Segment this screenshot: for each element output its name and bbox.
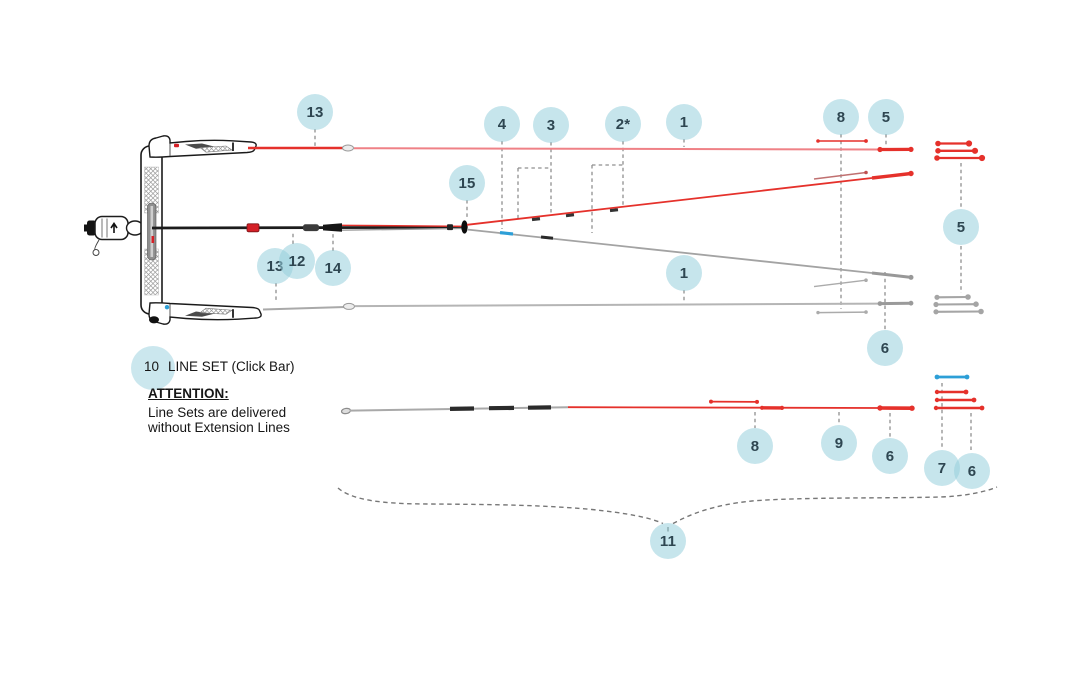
callout-label: 4 xyxy=(497,115,507,133)
line-sleeve xyxy=(303,224,319,232)
bar-end-bottom xyxy=(148,302,262,325)
callout-6-stack: 6 xyxy=(954,453,990,489)
bar-post xyxy=(140,145,163,315)
callout-label: 5 xyxy=(956,218,966,236)
callout-label: 6 xyxy=(885,447,895,465)
front-line-red xyxy=(466,170,914,226)
attention-note: ATTENTION: Line Sets are delivered witho… xyxy=(148,386,290,436)
stopper-clamp xyxy=(246,223,260,233)
line-thimble xyxy=(340,407,352,415)
callout-5-top: 5 xyxy=(868,99,904,135)
attention-line-1: Line Sets are delivered xyxy=(148,404,287,420)
callout-8-lineset: 8 xyxy=(737,428,773,464)
callout-4: 4 xyxy=(484,106,520,142)
back-line-top xyxy=(248,139,914,153)
blue-marker xyxy=(499,231,514,236)
trim-knot xyxy=(461,220,468,234)
leader-pigtail-gray-bottom xyxy=(817,311,867,314)
swivel-cone xyxy=(323,223,342,232)
callout-1-top: 1 xyxy=(666,104,702,140)
callout-label: 2* xyxy=(615,115,631,133)
front-line-gray xyxy=(466,228,914,288)
callout-14: 14 xyxy=(315,250,351,286)
callout-6-top: 6 xyxy=(867,330,903,366)
callout-label: 13 xyxy=(306,103,324,121)
line-connector xyxy=(342,144,354,152)
callout-label: 6 xyxy=(880,339,890,357)
callout-label: 11 xyxy=(659,532,677,550)
callout-label: 6 xyxy=(967,462,977,480)
leader-pigtail-red-diagonal xyxy=(813,171,867,180)
callout-13-top: 13 xyxy=(297,94,333,130)
callout-10 xyxy=(131,346,175,390)
callout-15: 15 xyxy=(449,165,485,201)
callout-8-top: 8 xyxy=(823,99,859,135)
callout-5-right: 5 xyxy=(943,209,979,245)
kite-pigtails-gray xyxy=(933,294,984,315)
callout-label: 9 xyxy=(834,434,844,452)
callout-label: 12 xyxy=(288,252,306,270)
callout-12: 12 xyxy=(279,243,315,279)
callout-label: 8 xyxy=(836,108,846,126)
depower-line xyxy=(151,220,468,234)
legend-label: LINE SET (Click Bar) xyxy=(168,359,295,374)
callout-6-lineset: 6 xyxy=(872,438,908,474)
callout-9: 9 xyxy=(821,425,857,461)
callout-2-star: 2* xyxy=(605,106,641,142)
callout-label: 15 xyxy=(458,174,476,192)
callout-3: 3 xyxy=(533,107,569,143)
attention-title: ATTENTION: xyxy=(148,386,229,401)
callout-label: 1 xyxy=(679,264,689,282)
callout-label: 14 xyxy=(324,259,342,277)
callout-label: 7 xyxy=(937,459,947,477)
line-connector xyxy=(343,302,355,310)
kite-pigtails-red xyxy=(934,140,986,162)
legend-number: 10 xyxy=(144,359,160,374)
attention-line-2: without Extension Lines xyxy=(148,420,290,435)
callout-1-bottom: 1 xyxy=(666,255,702,291)
control-bar xyxy=(84,135,262,325)
leader-pigtail-gray-diagonal xyxy=(813,279,867,288)
line-set-standalone xyxy=(340,399,915,415)
back-line-bottom xyxy=(262,300,914,315)
leader-lines xyxy=(275,129,972,453)
callout-label: 3 xyxy=(546,116,556,134)
callout-label: 1 xyxy=(679,113,689,131)
callout-11: 11 xyxy=(650,523,686,559)
callout-label: 8 xyxy=(750,437,760,455)
bar-end-top xyxy=(148,135,257,158)
pigtail-stack xyxy=(933,374,985,411)
legend-row: 10 LINE SET (Click Bar) xyxy=(144,359,295,374)
callout-label: 5 xyxy=(881,108,891,126)
